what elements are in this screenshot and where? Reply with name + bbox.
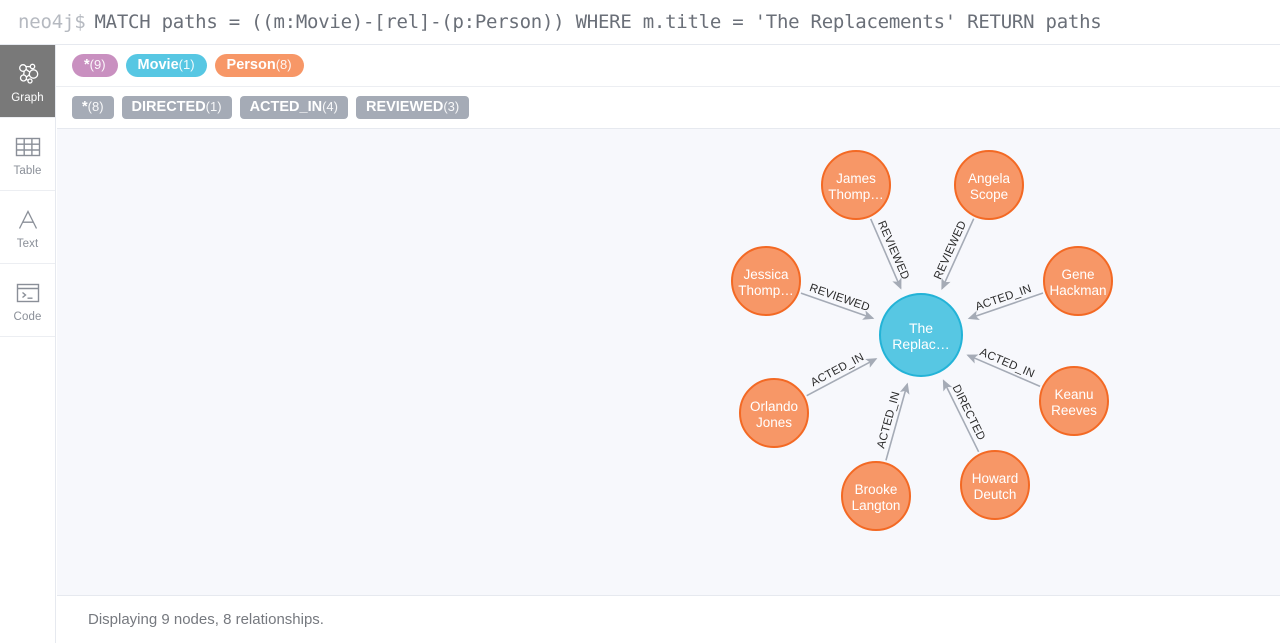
node-caption-line2: Reeves — [1051, 403, 1097, 418]
node-caption-line1: James — [836, 171, 876, 186]
node-caption-line1: Jessica — [743, 267, 789, 282]
graph-node-jessica[interactable]: JessicaThomp… — [731, 246, 801, 316]
graph-edge-acted_in[interactable] — [806, 358, 878, 397]
legend-pill-count: (4) — [322, 99, 338, 114]
graph-edge-directed[interactable] — [942, 379, 980, 453]
graph-edge-label: REVIEWED — [932, 219, 969, 281]
legend-pill-label: REVIEWED — [365, 99, 444, 115]
node-caption-line2: Jones — [756, 415, 792, 430]
node-caption-line2: Deutch — [974, 487, 1017, 502]
graph-edge-label: ACTED_IN — [809, 351, 866, 389]
node-caption-line1: Keanu — [1054, 387, 1093, 402]
legend-pill-all-relationships[interactable]: *(8) — [72, 96, 114, 119]
node-circle[interactable] — [739, 378, 809, 448]
graph-edge-acted_in[interactable] — [967, 292, 1044, 320]
node-circle[interactable] — [731, 246, 801, 316]
legend-pill-reviewed[interactable]: REVIEWED(3) — [355, 96, 470, 119]
node-caption-line2: Langton — [852, 498, 901, 513]
sidebar-item-graph-label: Graph — [11, 91, 44, 104]
graph-edge-label: ACTED_IN — [875, 390, 902, 450]
text-icon — [15, 205, 41, 235]
legend-pill-label: ACTED_IN — [249, 99, 323, 115]
graph-edge-label: DIRECTED — [950, 383, 987, 442]
legend-pill-person[interactable]: Person(8) — [214, 54, 304, 77]
legend-pill-movie[interactable]: Movie(1) — [125, 54, 207, 77]
legend-pill-count: (9) — [89, 57, 106, 72]
sidebar-item-code-label: Code — [13, 310, 42, 323]
graph-edge-acted_in[interactable] — [966, 354, 1041, 388]
legend-pill-label: * — [82, 99, 88, 115]
legend-pill-acted-in[interactable]: ACTED_IN(4) — [239, 96, 348, 119]
node-caption-line1: Angela — [968, 171, 1011, 186]
node-caption-line1: Brooke — [855, 482, 898, 497]
sidebar-item-table[interactable]: Table — [0, 118, 55, 191]
legend-pill-all-nodes[interactable]: *(9) — [72, 54, 118, 77]
node-circle[interactable] — [960, 450, 1030, 520]
legend-pill-label: * — [84, 57, 90, 73]
sidebar-item-code[interactable]: Code — [0, 264, 55, 337]
sidebar-item-graph[interactable]: Graph — [0, 45, 55, 118]
graph-node-movie[interactable]: TheReplac… — [879, 293, 963, 377]
legend-pill-count: (1) — [205, 99, 222, 114]
legend-pill-label: Person — [226, 57, 276, 73]
graph-edge-reviewed[interactable] — [869, 218, 902, 290]
graph-edge-reviewed[interactable] — [941, 218, 975, 291]
legend-pill-label: DIRECTED — [131, 99, 206, 115]
node-caption-line1: Gene — [1061, 267, 1094, 282]
node-circle[interactable] — [954, 150, 1024, 220]
node-circle[interactable] — [821, 150, 891, 220]
node-circle[interactable] — [841, 461, 911, 531]
result-status-bar: Displaying 9 nodes, 8 relationships. — [57, 595, 1280, 643]
graph-icon — [15, 59, 41, 89]
sidebar-item-text[interactable]: Text — [0, 191, 55, 264]
legend-pill-count: (8) — [275, 57, 292, 72]
legend-node-labels: *(9) Movie(1) Person(8) — [56, 45, 1280, 87]
node-caption-line2: Thomp… — [738, 283, 794, 298]
sidebar-item-text-label: Text — [16, 237, 39, 250]
code-icon — [15, 278, 41, 308]
legend-pill-count: (8) — [87, 99, 104, 114]
node-caption-line1: Howard — [972, 471, 1019, 486]
query-text: MATCH paths = ((m:Movie)-[rel]-(p:Person… — [94, 11, 1102, 33]
node-caption-line2: Thomp… — [828, 187, 884, 202]
view-mode-sidebar: Graph Table Text — [0, 45, 56, 643]
query-prompt: neo4j$ — [18, 11, 86, 33]
graph-edge-label: ACTED_IN — [974, 283, 1033, 313]
legend-relationship-types: *(8) DIRECTED(1) ACTED_IN(4) REVIEWED(3) — [56, 87, 1280, 128]
query-bar[interactable]: neo4j$ MATCH paths = ((m:Movie)-[rel]-(p… — [0, 0, 1280, 45]
node-circle[interactable] — [879, 293, 963, 377]
graph-nodes-layer: TheReplac…JamesThomp…AngelaScopeJessicaT… — [731, 150, 1113, 531]
legend-pill-count: (1) — [178, 57, 195, 72]
node-caption-line2: Replac… — [892, 336, 950, 352]
sidebar-item-table-label: Table — [13, 164, 42, 177]
graph-node-james[interactable]: JamesThomp… — [821, 150, 891, 220]
legend-pill-count: (3) — [443, 99, 460, 114]
legend-pill-directed[interactable]: DIRECTED(1) — [121, 96, 232, 119]
node-caption-line1: The — [909, 320, 933, 336]
node-circle[interactable] — [1043, 246, 1113, 316]
graph-edge-acted_in[interactable] — [885, 382, 910, 461]
node-circle[interactable] — [1039, 366, 1109, 436]
graph-edge-reviewed[interactable] — [800, 292, 875, 320]
legend-pill-label: Movie — [137, 57, 179, 73]
graph-edges-layer — [800, 218, 1044, 461]
table-icon — [15, 132, 41, 162]
status-text: Displaying 9 nodes, 8 relationships. — [88, 611, 324, 628]
node-caption-line2: Scope — [970, 187, 1008, 202]
graph-legend: *(9) Movie(1) Person(8) *(8) DIRECTED(1)… — [56, 45, 1280, 128]
node-caption-line2: Hackman — [1049, 283, 1106, 298]
node-caption-line1: Orlando — [750, 399, 798, 414]
